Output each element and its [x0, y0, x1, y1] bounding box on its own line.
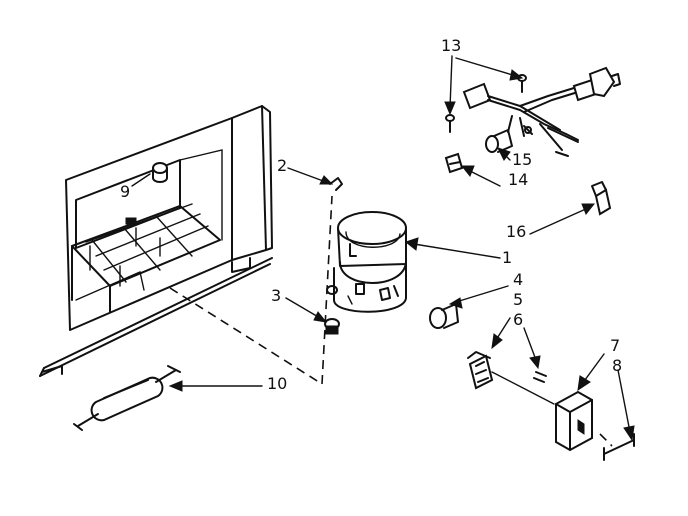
part-16-bracket [591, 181, 612, 216]
part-4-overload [429, 303, 459, 329]
part-10-filter-drier [73, 365, 181, 431]
callout-7: 7 [610, 336, 621, 355]
cabinet-housing [39, 105, 273, 377]
callout-3: 3 [271, 286, 282, 305]
part-15-connector [485, 129, 513, 153]
part-5-relay [467, 351, 494, 390]
callout-13: 13 [441, 36, 462, 55]
callout-15: 15 [512, 150, 533, 169]
callout-2: 2 [277, 156, 288, 175]
callout-6: 6 [513, 310, 524, 329]
part-9-grommet [152, 162, 168, 183]
part-14-terminal [444, 152, 464, 174]
callout-10: 10 [267, 374, 288, 393]
part-13-wiring-harness [462, 66, 621, 157]
callout-8: 8 [612, 356, 623, 375]
part-7-cover [555, 390, 593, 452]
callout-1: 1 [502, 248, 513, 267]
part-13-screws [445, 74, 527, 133]
part-1-compressor [333, 211, 407, 313]
callout-14: 14 [508, 170, 529, 189]
callout-5: 5 [513, 290, 524, 309]
callout-4: 4 [513, 270, 524, 289]
part-3-grommet [324, 285, 340, 335]
part-6-clip [533, 371, 547, 383]
part-8-strap [603, 433, 635, 461]
callout-9: 9 [120, 182, 131, 201]
part-2-clip [329, 177, 343, 191]
callout-16: 16 [506, 222, 527, 241]
